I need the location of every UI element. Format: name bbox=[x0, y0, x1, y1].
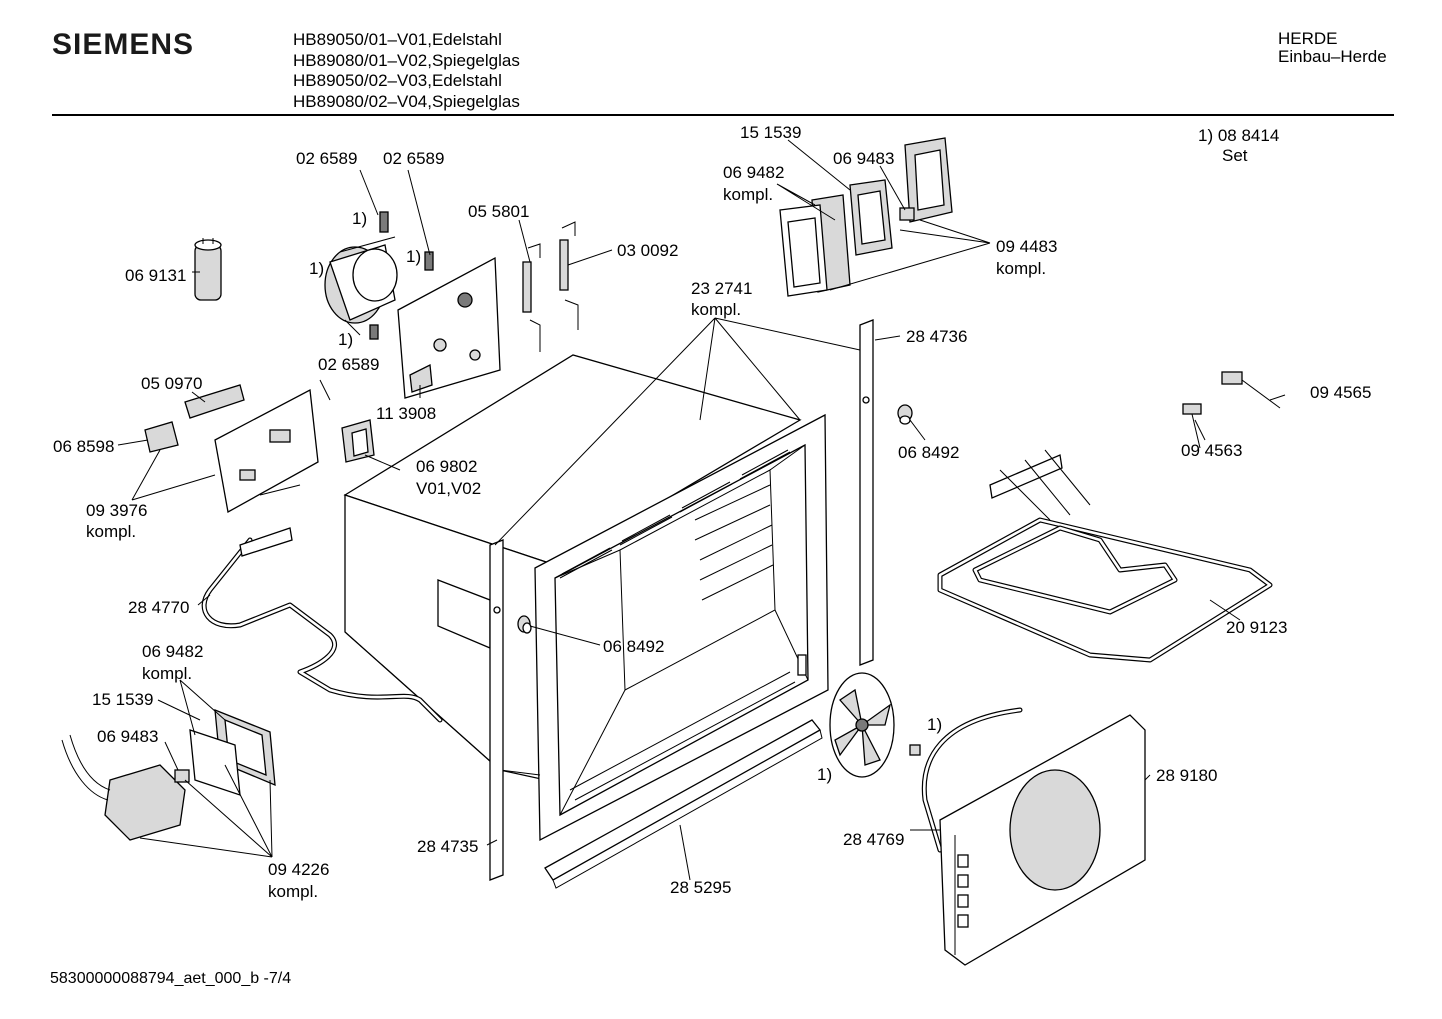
part-number-label: 06 9482 bbox=[723, 163, 784, 182]
part-number-label: 28 9180 bbox=[1156, 766, 1217, 785]
door-switch bbox=[797, 654, 807, 676]
oven-muffle bbox=[343, 354, 829, 842]
set-marker: 1) bbox=[338, 330, 353, 349]
part-number-label: 15 1539 bbox=[92, 690, 153, 709]
subcategory: Einbau–Herde bbox=[1278, 47, 1387, 66]
part-number-label: 28 5295 bbox=[670, 878, 731, 897]
transformer bbox=[341, 419, 375, 463]
strip-hole bbox=[862, 396, 870, 404]
control-plate bbox=[214, 379, 331, 514]
lamp-socket-right bbox=[897, 404, 913, 425]
set-footnote-label: Set bbox=[1222, 146, 1248, 165]
brand-logo: SIEMENS bbox=[52, 28, 195, 61]
rotary-switch bbox=[144, 421, 179, 453]
part-number-label: 02 6589 bbox=[296, 149, 357, 168]
model-line: HB89080/01–V02,Spiegelglas bbox=[293, 50, 520, 70]
lamp-socket-center bbox=[517, 615, 532, 634]
capacitor bbox=[194, 238, 222, 301]
model-line: HB89050/01–V01,Edelstahl bbox=[293, 30, 502, 49]
document-id: 58300000088794_aet_000_b -7/4 bbox=[50, 970, 292, 987]
part-number-label: 09 4563 bbox=[1181, 441, 1242, 460]
set-marker: 1) bbox=[352, 209, 367, 228]
part-number-label: 20 9123 bbox=[1226, 618, 1287, 637]
part-number-label: 02 6589 bbox=[383, 149, 444, 168]
side-strip-right bbox=[859, 319, 874, 666]
part-number-label: 06 8492 bbox=[603, 637, 664, 656]
model-line: HB89050/02–V03,Edelstahl bbox=[293, 71, 502, 90]
part-kompl-label: kompl. bbox=[142, 664, 192, 683]
part-number-label: 09 4565 bbox=[1310, 383, 1371, 402]
set-marker: 1) bbox=[817, 765, 832, 784]
switch-block bbox=[184, 384, 245, 419]
set-marker: 1) bbox=[406, 247, 421, 266]
part-labels: 15 1539 06 9482 kompl. 06 9483 09 4483 k… bbox=[53, 123, 1371, 901]
part-number-label: 06 9482 bbox=[142, 642, 203, 661]
bottom-heating-element bbox=[201, 527, 443, 723]
clip bbox=[369, 324, 379, 340]
fan-cover-plate bbox=[397, 256, 501, 399]
part-number-label: 23 2741 bbox=[691, 279, 752, 298]
part-variant-label: V01,V02 bbox=[416, 479, 481, 498]
temperature-sensor-b bbox=[1182, 403, 1202, 449]
set-footnote-number: 1) 08 8414 bbox=[1198, 126, 1280, 145]
part-number-label: 28 4770 bbox=[128, 598, 189, 617]
clip bbox=[379, 211, 389, 233]
header-divider bbox=[52, 114, 1394, 116]
part-number-label: 15 1539 bbox=[740, 123, 801, 142]
fan-motor bbox=[324, 211, 434, 340]
part-number-label: 05 5801 bbox=[468, 202, 529, 221]
part-number-label: 28 4736 bbox=[906, 327, 967, 346]
fan-rear-panel bbox=[939, 714, 1146, 966]
part-number-label: 03 0092 bbox=[617, 241, 678, 260]
part-kompl-label: kompl. bbox=[996, 259, 1046, 278]
category-block: HERDE Einbau–Herde bbox=[1278, 30, 1387, 66]
part-kompl-label: kompl. bbox=[86, 522, 136, 541]
fan-wheel bbox=[829, 672, 921, 778]
lamp-assembly-bottom bbox=[61, 709, 276, 841]
part-number-label: 09 4483 bbox=[996, 237, 1057, 256]
set-marker: 1) bbox=[309, 259, 324, 278]
temperature-sensor bbox=[1221, 371, 1281, 409]
part-number-label: 28 4769 bbox=[843, 830, 904, 849]
part-kompl-label: kompl. bbox=[268, 882, 318, 901]
part-number-label: 06 9483 bbox=[833, 149, 894, 168]
leader-lines bbox=[117, 139, 1286, 881]
part-number-label: 28 4735 bbox=[417, 837, 478, 856]
part-number-label: 06 9483 bbox=[97, 727, 158, 746]
part-number-label: 09 4226 bbox=[268, 860, 329, 879]
side-strip-left bbox=[489, 539, 504, 881]
lamp-assembly-top bbox=[779, 137, 953, 297]
part-number-label: 09 3976 bbox=[86, 501, 147, 520]
part-number-label: 06 8492 bbox=[898, 443, 959, 462]
part-number-label: 06 8598 bbox=[53, 437, 114, 456]
clip bbox=[424, 251, 434, 271]
strip-hole bbox=[493, 606, 501, 614]
top-heating-element bbox=[937, 449, 1273, 663]
model-line: HB89080/02–V04,Spiegelglas bbox=[293, 91, 520, 111]
part-number-label: 02 6589 bbox=[318, 355, 379, 374]
part-number-label: 06 9131 bbox=[125, 266, 186, 285]
set-footnote: 1) 08 8414 Set bbox=[1198, 126, 1279, 166]
category: HERDE bbox=[1278, 29, 1338, 48]
model-list: HB89050/01–V01,Edelstahl HB89080/01–V02,… bbox=[293, 30, 520, 112]
part-number-label: 05 0970 bbox=[141, 374, 202, 393]
hinge-pins bbox=[522, 221, 579, 352]
part-number-label: 06 9802 bbox=[416, 457, 477, 476]
part-number-label: 11 3908 bbox=[376, 404, 436, 423]
part-kompl-label: kompl. bbox=[723, 185, 773, 204]
part-kompl-label: kompl. bbox=[691, 300, 741, 319]
set-marker: 1) bbox=[927, 715, 942, 734]
